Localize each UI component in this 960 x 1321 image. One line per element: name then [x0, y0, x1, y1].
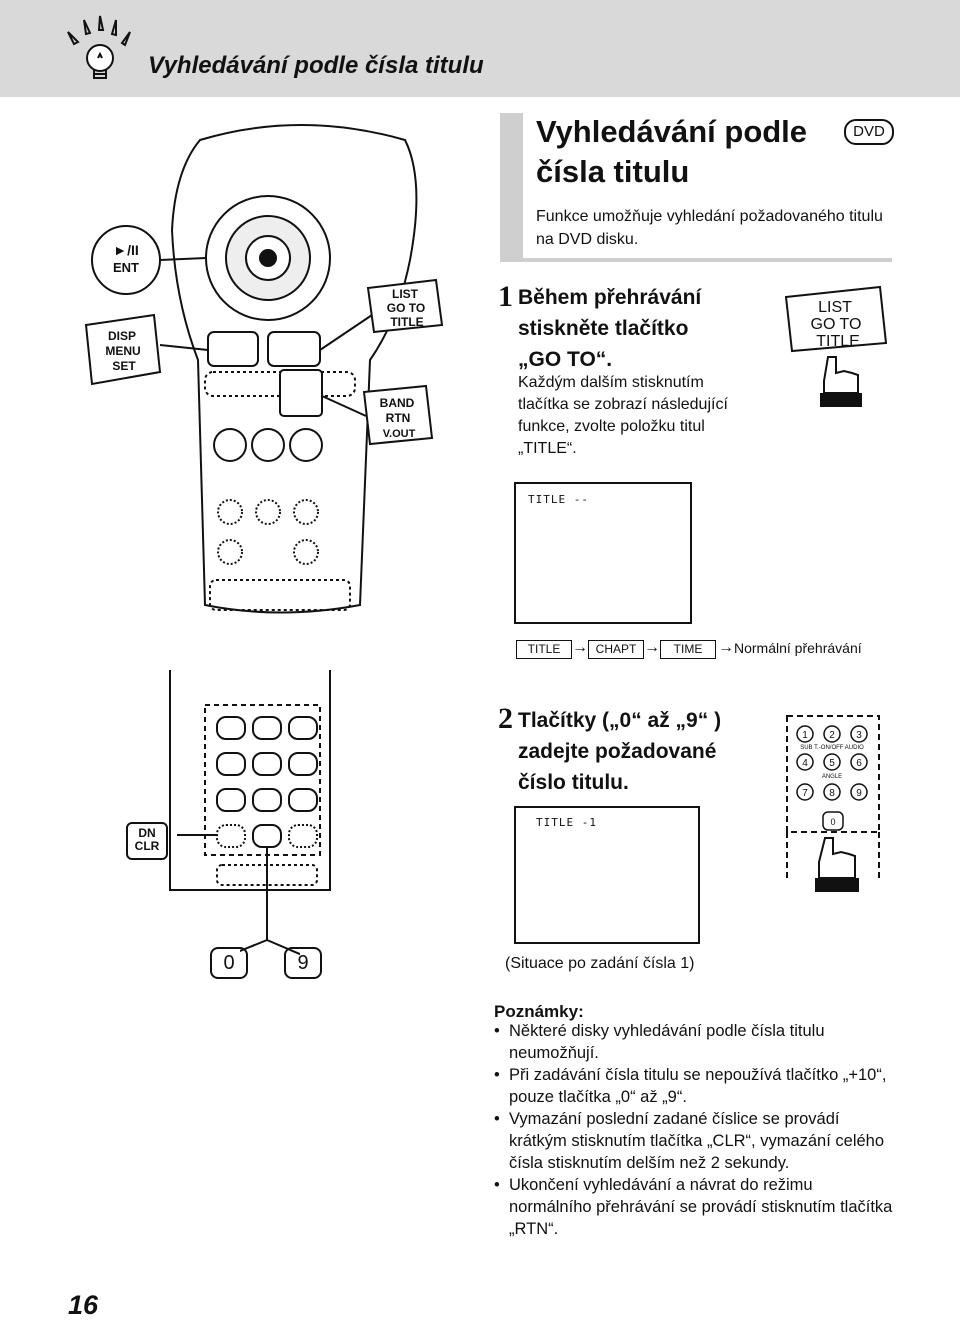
- vout-label: V.OUT: [383, 428, 416, 440]
- menu-label: MENU: [105, 344, 140, 358]
- section-rule: [500, 258, 892, 262]
- remote-keypad-illustration: [169, 670, 331, 905]
- keypad-key-8: 8: [829, 788, 835, 799]
- osd-text-step2: TITLE -1: [536, 816, 597, 829]
- note-item-4: Ukončení vyhledávání a návrat do režimu …: [494, 1174, 894, 1240]
- rtn-label: RTN: [386, 411, 411, 425]
- title-label: TITLE: [390, 315, 423, 329]
- step1-body: Každým dalším stisknutím tlačítka se zob…: [518, 372, 778, 460]
- goto-button-illustration: LIST GO TO TITLE: [784, 285, 888, 407]
- note-item-3: Vymazání poslední zadané číslice se prov…: [494, 1108, 894, 1174]
- flow-final: Normální přehrávání: [734, 640, 862, 656]
- osd-text-step1: TITLE --: [528, 493, 589, 506]
- goto-button-goto: GO TO: [811, 316, 862, 333]
- keypad-sub-label: SUB T.-ON/OFF AUDIO: [800, 745, 864, 751]
- step1-body-line4: „TITLE“.: [518, 440, 577, 457]
- goto-button-title: TITLE: [816, 333, 860, 350]
- flow-item-title: TITLE: [516, 640, 572, 659]
- step2-heading-line2: zadejte požadované: [518, 740, 717, 763]
- keypad-key-2: 2: [829, 730, 835, 741]
- key-connector: [240, 905, 300, 956]
- dn-clr-key: DN CLR: [126, 822, 168, 860]
- step1-heading-line1: Během přehrávání: [518, 286, 702, 309]
- remote-top-illustration: ►/II ENT DISP MENU SET LIST GO TO TITLE …: [84, 124, 444, 614]
- header-band: [0, 0, 960, 97]
- section-title-line1: Vyhledávání podle: [536, 114, 808, 149]
- goto-button-list: LIST: [818, 299, 852, 316]
- note-item-2: Při zadávání čísla titulu se nepoužívá t…: [494, 1064, 894, 1108]
- section-accent-bar: [500, 113, 523, 259]
- section-title-line2: čísla titulu: [536, 154, 690, 189]
- list-label: LIST: [392, 287, 419, 301]
- play-pause-label: ►/II: [113, 242, 139, 258]
- set-label: SET: [112, 359, 136, 373]
- section-title: Vyhledávání podle čísla titulu: [536, 112, 836, 192]
- keypad-key-3: 3: [856, 730, 862, 741]
- osd-screen-step1: TITLE --: [514, 482, 692, 624]
- dn-label: DN: [138, 826, 156, 840]
- flow-arrow-1: →: [572, 639, 588, 656]
- keypad-key-9: 9: [856, 788, 862, 799]
- keypad-key-5: 5: [829, 758, 835, 769]
- key-0-label: 0: [210, 947, 248, 979]
- key-9-label: 9: [284, 947, 322, 979]
- note-item-1: Některé disky vyhledávání podle čísla ti…: [494, 1020, 894, 1064]
- step1-number: 1: [498, 280, 513, 313]
- keypad-key-1: 1: [802, 730, 808, 741]
- step2-heading-line1: Tlačítky („0“ až „9“ ): [518, 709, 722, 732]
- pointing-hand-icon-2: [818, 837, 856, 879]
- section-intro: Funkce umožňuje vyhledání požadovaného t…: [536, 208, 883, 248]
- ent-label: ENT: [113, 260, 139, 275]
- dvd-badge: DVD: [844, 119, 894, 145]
- keypad-key-4: 4: [802, 758, 808, 769]
- step2-caption: (Situace po zadání čísla 1): [505, 955, 695, 972]
- notes-list: Některé disky vyhledávání podle čísla ti…: [494, 1020, 894, 1240]
- band-label: BAND: [380, 396, 415, 410]
- number-keypad-illustration: 1 2 3 4 5 6 7 8 9 0 SUB T.-ON/OFF AUDIO …: [786, 715, 880, 892]
- step1-body-line2: tlačítka se zobrazí následující: [518, 396, 728, 413]
- keypad-key-7: 7: [802, 788, 808, 799]
- page-number: 16: [68, 1290, 99, 1320]
- flow-item-chapt: CHAPT: [588, 640, 644, 659]
- step2-heading: Tlačítky („0“ až „9“ ) zadejte požadovan…: [518, 705, 778, 798]
- lightbulb-icon: [67, 15, 131, 79]
- step1-heading-line2: stiskněte tlačítko: [518, 317, 689, 340]
- disp-label: DISP: [108, 329, 136, 343]
- flow-arrow-3: →: [718, 639, 734, 656]
- pointing-hand-icon: [823, 356, 859, 394]
- flow-item-time: TIME: [660, 640, 716, 659]
- osd-screen-step2: TITLE -1: [514, 806, 700, 944]
- keypad-angle-label: ANGLE: [822, 774, 842, 780]
- header-title: Vyhledávání podle čísla titulu: [148, 52, 484, 79]
- keypad-key-0: 0: [830, 817, 835, 827]
- step2-number: 2: [498, 702, 513, 735]
- step1-heading: Během přehrávání stiskněte tlačítko „GO …: [518, 282, 778, 375]
- notes-title: Poznámky:: [494, 1002, 584, 1021]
- goto-label: GO TO: [387, 301, 425, 315]
- step1-heading-line3: „GO TO“.: [518, 348, 613, 371]
- step2-heading-line3: číslo titulu.: [518, 771, 629, 794]
- step1-body-line1: Každým dalším stisknutím: [518, 374, 704, 391]
- step1-body-line3: funkce, zvolte položku titul: [518, 418, 705, 435]
- keypad-key-6: 6: [856, 758, 862, 769]
- flow-arrow-2: →: [644, 639, 660, 656]
- clr-label: CLR: [134, 839, 160, 853]
